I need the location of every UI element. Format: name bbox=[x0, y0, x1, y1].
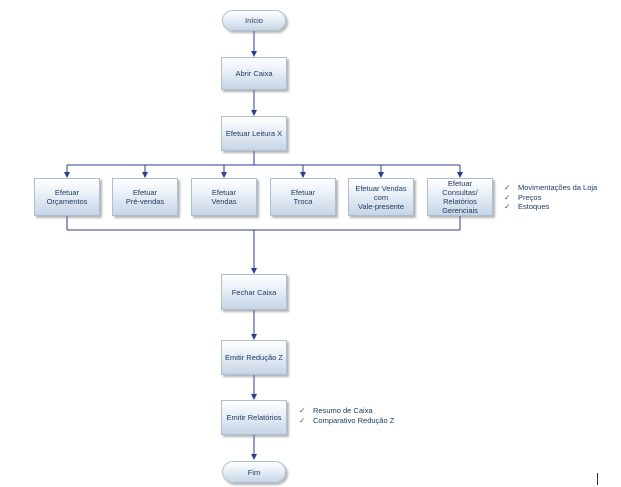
reading-x-box: Efetuar Leitura X bbox=[221, 116, 287, 151]
check-icon: ✓ bbox=[504, 192, 511, 202]
text-cursor bbox=[597, 473, 598, 485]
reduction-z-label: Emitir Redução Z bbox=[225, 353, 283, 362]
check-icon: ✓ bbox=[299, 406, 306, 415]
reports-notes-list: ✓ Resumo de Caixa ✓ Comparativo Redução Z bbox=[299, 406, 394, 425]
note-text: Resumo de Caixa bbox=[313, 406, 373, 415]
estimates-box: Efetuar Orçamentos bbox=[34, 178, 100, 216]
gift-card-sales-label: Efetuar Vendas com Vale-presente bbox=[355, 183, 407, 211]
queries-reports-label: Efetuar Consultas/ Relatórios Gerenciais bbox=[442, 179, 478, 215]
note-text: Preços bbox=[518, 192, 542, 202]
note-item: ✓ Comparativo Redução Z bbox=[299, 416, 394, 426]
end-label: Fim bbox=[247, 467, 261, 477]
pre-sales-label: Efetuar Pré-vendas bbox=[125, 188, 165, 206]
reading-x-label: Efetuar Leitura X bbox=[225, 129, 283, 138]
check-icon: ✓ bbox=[504, 183, 511, 192]
start-terminal: Início bbox=[222, 10, 286, 31]
check-icon: ✓ bbox=[504, 202, 511, 211]
issue-reports-label: Emitir Relatórios bbox=[226, 413, 282, 422]
close-cash-register-label: Fechar Caixa bbox=[231, 287, 277, 297]
exchange-box: Efetuar Troca bbox=[270, 178, 336, 216]
queries-reports-box: Efetuar Consultas/ Relatórios Gerenciais bbox=[427, 178, 493, 216]
note-text: Estoques bbox=[518, 202, 550, 211]
note-item: ✓ Resumo de Caixa bbox=[299, 406, 394, 416]
note-text: Comparativo Redução Z bbox=[313, 415, 395, 425]
note-text: Movimentações da Loja bbox=[518, 183, 598, 192]
open-cash-register-label: Abrir Caixa bbox=[235, 69, 273, 78]
check-icon: ✓ bbox=[299, 415, 306, 425]
pre-sales-box: Efetuar Pré-vendas bbox=[112, 178, 178, 216]
end-terminal: Fim bbox=[222, 461, 286, 483]
sales-box: Efetuar Vendas bbox=[191, 178, 257, 216]
exchange-label: Efetuar Troca bbox=[290, 188, 316, 206]
note-item: ✓ Estoques bbox=[504, 202, 597, 212]
issue-reports-box: Emitir Relatórios bbox=[221, 400, 287, 435]
queries-notes-list: ✓ Movimentações da Loja ✓ Preços ✓ Estoques bbox=[504, 183, 597, 212]
reduction-z-box: Emitir Redução Z bbox=[221, 340, 287, 375]
close-cash-register-box: Fechar Caixa bbox=[221, 274, 287, 310]
estimates-label: Efetuar Orçamentos bbox=[46, 188, 88, 206]
start-label: Início bbox=[245, 16, 263, 25]
gift-card-sales-box: Efetuar Vendas com Vale-presente bbox=[348, 178, 414, 216]
open-cash-register-box: Abrir Caixa bbox=[221, 57, 287, 90]
sales-label: Efetuar Vendas bbox=[211, 188, 237, 206]
note-item: ✓ Preços bbox=[504, 193, 597, 203]
note-item: ✓ Movimentações da Loja bbox=[504, 183, 597, 193]
